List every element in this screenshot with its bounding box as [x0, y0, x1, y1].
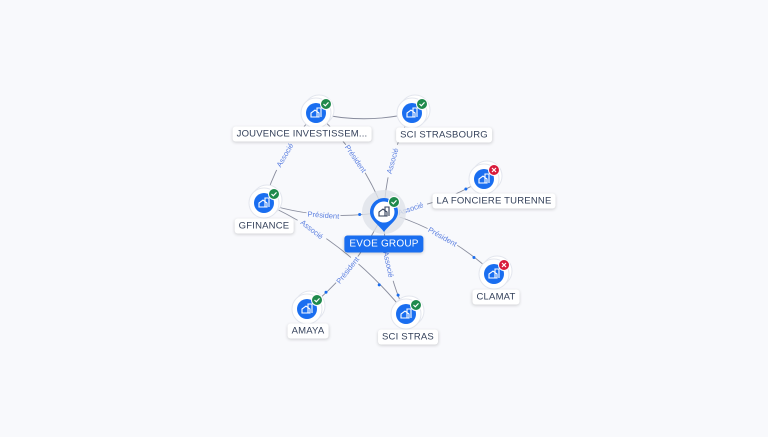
- edge-label-group: Associé: [382, 143, 402, 179]
- edge-label: Associé: [385, 147, 401, 175]
- node-clamat[interactable]: [478, 255, 513, 290]
- check-badge-icon: [268, 188, 280, 200]
- edge-label: Président: [307, 210, 340, 221]
- node-label-gfinance[interactable]: GFINANCE: [234, 218, 294, 234]
- arrow-icon: [377, 283, 381, 287]
- edge-label-group: Président: [425, 223, 460, 250]
- node-fonciere[interactable]: [468, 160, 503, 195]
- edge-label: Président: [426, 225, 459, 249]
- building-icon: [406, 107, 418, 118]
- node-label-scistras[interactable]: SCI STRAS: [378, 329, 438, 345]
- check-badge-icon: [320, 98, 332, 110]
- check-badge-icon: [388, 196, 400, 208]
- edge-gfinance-scistras[interactable]: [263, 202, 407, 315]
- node-label-clamat[interactable]: CLAMAT: [472, 289, 520, 305]
- node-scistrasbourg[interactable]: [396, 94, 431, 129]
- edge-label: Président: [343, 143, 369, 175]
- building-icon: [488, 268, 500, 279]
- building-icon: [258, 197, 270, 208]
- edge-label-group: Président: [332, 253, 362, 287]
- building-icon: [310, 107, 322, 118]
- edge-label: Président: [334, 254, 361, 285]
- building-icon: [301, 303, 313, 314]
- node-label-evoe[interactable]: EVOE GROUP: [344, 235, 424, 253]
- node-scistras[interactable]: [390, 295, 425, 330]
- node-label-jouvence[interactable]: JOUVENCE INVESTISSEM...: [232, 126, 372, 142]
- node-label-scistrasbourg[interactable]: SCI STRASBOURG: [396, 127, 492, 143]
- node-gfinance[interactable]: [248, 184, 283, 219]
- arrow-icon: [464, 187, 468, 191]
- check-badge-icon: [416, 98, 428, 110]
- building-icon: [478, 173, 490, 184]
- node-label-amaya[interactable]: AMAYA: [287, 323, 329, 339]
- node-label-fonciere[interactable]: LA FONCIERE TURENNE: [432, 193, 556, 209]
- closed-badge-icon: [498, 259, 510, 271]
- edge-label-group: Président: [306, 208, 341, 221]
- arrow-icon: [472, 255, 476, 259]
- arrow-icon: [396, 293, 400, 297]
- edge-label-group: Président: [342, 141, 370, 176]
- edge-label: Associé: [275, 142, 296, 169]
- arrow-icon: [358, 213, 362, 217]
- closed-badge-icon: [488, 164, 500, 176]
- node-jouvence[interactable]: [300, 94, 335, 129]
- edge-label: Associé: [381, 251, 395, 279]
- check-badge-icon: [410, 299, 422, 311]
- edge-label-group: Associé: [271, 137, 298, 173]
- arrow-icon: [324, 290, 328, 294]
- node-amaya[interactable]: [291, 290, 326, 325]
- edge-label: Associé: [299, 218, 325, 241]
- node-center-evoe[interactable]: [362, 190, 406, 234]
- building-icon: [378, 206, 390, 217]
- building-icon: [400, 308, 412, 319]
- check-badge-icon: [311, 294, 323, 306]
